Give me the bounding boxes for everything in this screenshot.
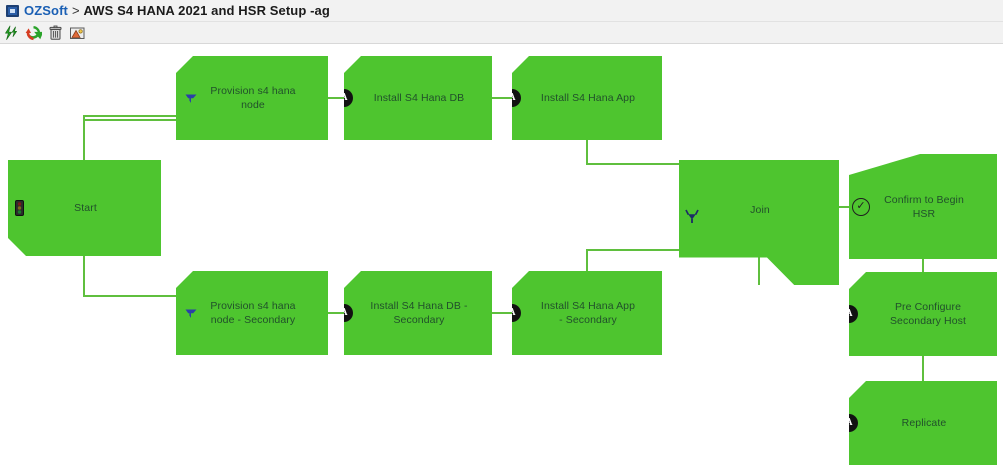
a-badge-icon: A (512, 89, 521, 107)
pipeline-canvas[interactable]: Start Provision s4 hana node A Install S… (0, 44, 1003, 465)
join-icon (683, 207, 701, 225)
a-badge-icon: A (344, 304, 353, 322)
node-pre-configure-secondary-host[interactable]: A Pre Configure Secondary Host (849, 272, 997, 356)
node-label: Provision s4 hana node - Secondary (210, 300, 296, 326)
node-install-s4-hana-db[interactable]: A Install S4 Hana DB (344, 56, 492, 140)
node-label: Provision s4 hana node (210, 85, 296, 111)
node-confirm-to-begin-hsr[interactable]: ✓ Confirm to Begin HSR (849, 154, 997, 259)
node-label: Join (750, 203, 770, 216)
check-icon: ✓ (852, 197, 870, 216)
node-label: Start (74, 202, 97, 214)
a-badge-icon: A (344, 89, 353, 107)
a-badge-icon: A (849, 414, 858, 432)
run-icon[interactable] (2, 23, 21, 42)
node-install-s4-hana-app-secondary[interactable]: A Install S4 Hana App - Secondary (512, 271, 662, 355)
node-label: Install S4 Hana DB - Secondary (370, 300, 468, 326)
node-install-s4-hana-db-secondary[interactable]: A Install S4 Hana DB - Secondary (344, 271, 492, 355)
a-badge-icon: A (849, 305, 858, 323)
signal-icon (10, 199, 28, 217)
app-window-icon (6, 4, 19, 17)
bird-icon (182, 304, 200, 322)
node-provision-s4-hana-node[interactable]: Provision s4 hana node (176, 56, 328, 140)
export-icon[interactable] (68, 23, 87, 42)
delete-icon[interactable] (46, 23, 65, 42)
node-label: Install S4 Hana App (540, 92, 636, 104)
a-badge-icon: A (512, 304, 521, 322)
toolbar (0, 22, 1003, 44)
node-label: Install S4 Hana App - Secondary (540, 300, 636, 326)
node-label: Pre Configure Secondary Host (889, 301, 967, 327)
node-provision-s4-hana-node-secondary[interactable]: Provision s4 hana node - Secondary (176, 271, 328, 355)
breadcrumb: OZSoft > AWS S4 HANA 2021 and HSR Setup … (0, 0, 1003, 22)
breadcrumb-separator: > (71, 3, 80, 18)
node-start[interactable]: Start (8, 160, 161, 256)
bird-icon (182, 89, 200, 107)
node-label: Replicate (901, 417, 947, 429)
breadcrumb-app-link[interactable]: OZSoft (24, 3, 68, 18)
node-join[interactable]: Join (679, 160, 839, 285)
node-replicate[interactable]: A Replicate (849, 381, 997, 465)
node-label: Install S4 Hana DB (373, 92, 465, 104)
page-title: AWS S4 HANA 2021 and HSR Setup -ag (83, 3, 330, 18)
node-label: Confirm to Begin HSR (884, 193, 964, 220)
node-install-s4-hana-app[interactable]: A Install S4 Hana App (512, 56, 662, 140)
refresh-icon[interactable] (24, 23, 43, 42)
